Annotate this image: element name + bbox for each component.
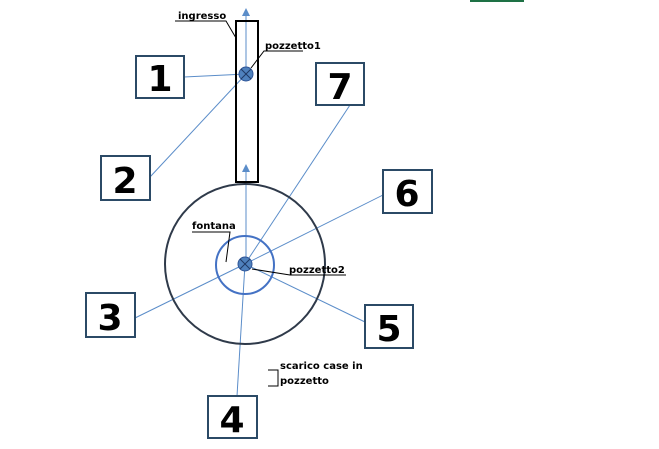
number-box-3: 3 xyxy=(85,292,136,339)
pozzetto2-label: pozzetto2 xyxy=(289,265,345,276)
number-box-1: 1 xyxy=(135,55,185,100)
scarico-label-line2: pozzetto xyxy=(280,376,329,387)
ray-3 xyxy=(134,263,246,319)
pozzetto1-leader xyxy=(250,50,303,69)
number-box-6: 6 xyxy=(382,169,433,215)
outer-circle xyxy=(164,183,326,345)
fontana-circle xyxy=(215,235,275,295)
number-box-5: 5 xyxy=(364,304,414,350)
svg-text:2: 2 xyxy=(112,161,137,202)
scarico-label-line1: scarico case in xyxy=(280,361,363,372)
svg-text:3: 3 xyxy=(97,298,122,339)
ingresso-corridor xyxy=(235,20,259,183)
pozzetto1-marker xyxy=(238,66,254,82)
svg-text:4: 4 xyxy=(219,400,244,441)
svg-text:7: 7 xyxy=(327,67,352,108)
ray-6 xyxy=(244,194,384,265)
pozzetto1-label: pozzetto1 xyxy=(265,41,321,52)
pozzetto2-leader xyxy=(251,268,346,276)
svg-text:5: 5 xyxy=(376,309,401,350)
ray-4 xyxy=(236,263,246,397)
ray-7 xyxy=(244,104,351,265)
number-box-7: 7 xyxy=(315,62,365,108)
svg-text:1: 1 xyxy=(147,59,172,100)
scarico-leader xyxy=(268,369,279,387)
top-bar xyxy=(470,0,524,2)
pozzetto2-marker xyxy=(237,256,253,272)
ingresso-leader xyxy=(175,20,237,39)
number-box-2: 2 xyxy=(100,155,151,202)
ingresso-label: ingresso xyxy=(178,11,226,22)
ray-5 xyxy=(244,263,366,323)
svg-text:6: 6 xyxy=(394,174,419,215)
fontana-label: fontana xyxy=(192,221,236,232)
number-box-4: 4 xyxy=(207,395,258,441)
fontana-leader xyxy=(192,231,231,263)
ray-2 xyxy=(149,73,247,178)
